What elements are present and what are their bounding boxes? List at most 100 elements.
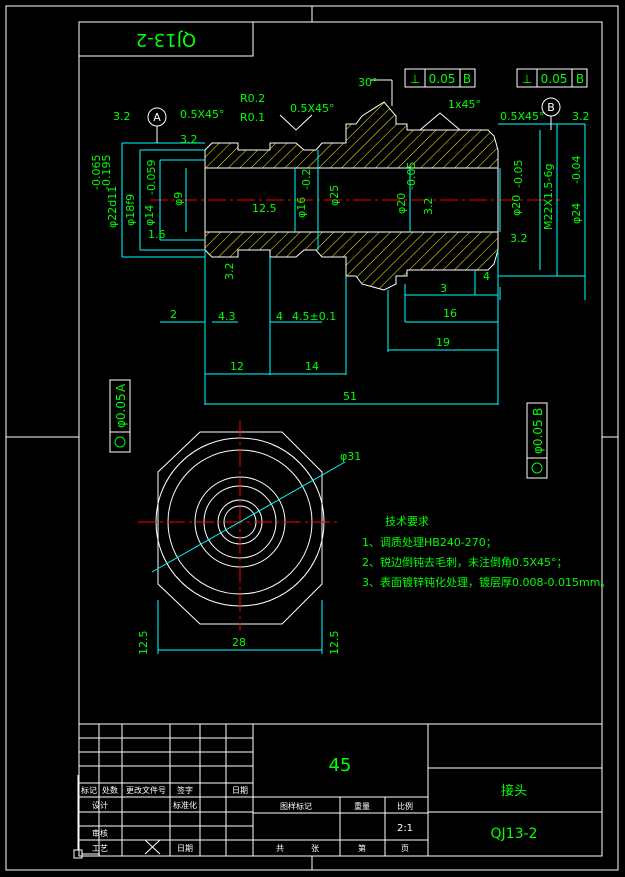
sheet-border: [5, 5, 619, 871]
dim-len-3: 3: [440, 282, 447, 295]
tb-label-total: 共: [276, 844, 284, 853]
part-upper-half: [204, 101, 499, 169]
tb-scale: 2:1: [397, 823, 413, 834]
tb-part-name: 接头: [501, 783, 527, 799]
dim-d14-tol: -0.059: [145, 160, 158, 195]
tol-top-left-value: 0.05: [429, 72, 456, 86]
roughness-3-2-left: 3.2: [113, 110, 131, 123]
dim-d31: φ31: [340, 450, 361, 463]
hex-outline: [157, 431, 323, 625]
dim-chamfer-1x45: 1x45°: [448, 98, 481, 111]
tol-top-right-symbol: ⊥: [522, 72, 532, 86]
dimension-lines: [121, 123, 586, 405]
section-view: [150, 79, 560, 291]
tol-top-right-value: 0.05: [541, 72, 568, 86]
tb-label-design: 设计: [92, 800, 108, 810]
ucs-icon: [73, 775, 100, 859]
title-block-text: 45 接头 QJ13-2 2:1 标记 处数 更改文件号 签字 日期 设计 标准…: [81, 755, 537, 853]
tol-left-value: φ0.05: [114, 393, 128, 428]
dim-d22-upper: -0.065: [90, 155, 103, 190]
roughness-3-2-right: 3.2: [572, 110, 590, 123]
tech-item-1: 1、调质处理HB240-270；: [362, 536, 497, 549]
dim-d20b: φ20: [510, 195, 523, 216]
drawing-number-box: QJ13-2: [78, 21, 254, 57]
tb-label-date: 日期: [232, 786, 248, 795]
tolerance-frame-top-left: ⊥ 0.05 B: [404, 68, 476, 88]
dim-d25: φ25: [328, 185, 341, 206]
dim-d20b-tol: -0.05: [512, 160, 525, 188]
dim-len-2: 2: [170, 308, 177, 321]
dim-len-4-3: 4.3: [218, 310, 236, 323]
tech-title: 技术要求: [385, 515, 429, 528]
tech-item-2: 2、锐边倒钝去毛刺，未注倒角0.5X45°；: [362, 555, 568, 569]
title-block: [78, 723, 603, 857]
dim-thread: M22X1.5-6g: [542, 164, 555, 230]
tb-label-page-unit: 页: [401, 844, 409, 853]
dim-chamfer-groove: 0.5X45°: [290, 102, 335, 115]
tb-label-mark: 标记: [81, 785, 97, 795]
tech-item-3: 3、表面镀锌钝化处理，镀层厚0.008-0.015mm。: [362, 575, 611, 589]
dim-d24: φ24: [570, 203, 583, 224]
drawing-number-inverted: QJ13-2: [136, 29, 196, 50]
dim-d24-tol: -0.04: [570, 156, 583, 184]
tb-label-page: 第: [358, 843, 366, 853]
roughness-12-5: 12.5: [252, 202, 277, 215]
tb-label-count: 处数: [102, 785, 118, 795]
tol-top-left-datum: B: [463, 72, 471, 86]
datum-markers: A B: [147, 97, 561, 143]
tb-label-sheet-unit: 张: [311, 844, 319, 853]
tb-label-date2: 日期: [177, 844, 193, 853]
roughness-1-6: 1.6: [148, 228, 166, 241]
dim-len-12: 12: [230, 360, 244, 373]
dim-d9: φ9: [172, 192, 185, 206]
dim-d22-lower: -0.195: [100, 155, 113, 190]
tb-label-process: 工艺: [92, 844, 108, 853]
tb-drawing-number: QJ13-2: [491, 826, 538, 842]
dim-len-19: 19: [436, 336, 450, 349]
dim-len-4r: 4: [483, 270, 490, 283]
tb-label-change-doc: 更改文件号: [126, 785, 166, 795]
roughness-12-5-right: 12.5: [328, 631, 341, 656]
roughness-3-2-inner: 3.2: [422, 198, 435, 216]
end-view: φ31 28 12.5 12.5: [137, 420, 361, 655]
dim-d20a-tol: -0.05: [405, 162, 418, 190]
dim-len-51: 51: [343, 390, 357, 403]
tolerance-frame-left: φ0.05 A: [109, 379, 131, 453]
tb-label-standardize: 标准化: [173, 800, 197, 810]
roughness-3-2-bottom: 3.2: [223, 263, 236, 281]
tb-label-weight: 重量: [354, 801, 370, 811]
dim-hex-28: 28: [232, 636, 246, 649]
dim-d22: φ22d11: [106, 186, 119, 228]
dim-chamfer-right: 0.5X45°: [500, 110, 545, 123]
dim-d14: φ14: [143, 205, 156, 226]
tb-material: 45: [329, 755, 352, 776]
tol-left-datum: A: [114, 383, 128, 392]
tol-top-left-symbol: ⊥: [410, 72, 420, 86]
dim-r-inner: R0.1: [240, 111, 265, 124]
roughness-3-2-br: 3.2: [510, 232, 528, 245]
tolerance-frame-top-right: ⊥ 0.05 B: [516, 68, 588, 88]
dim-len-16: 16: [443, 307, 457, 320]
roughness-12-5-left: 12.5: [137, 631, 150, 656]
tol-right-datum: B: [531, 408, 545, 416]
dim-d16-tol: -0.2: [300, 169, 313, 190]
dim-d18: φ18f9: [124, 194, 137, 226]
dim-d16: φ16: [295, 197, 308, 218]
dim-d20a: φ20: [395, 193, 408, 214]
part-lower-half: [204, 231, 499, 291]
dim-angle: 30°: [358, 76, 378, 89]
tech-requirements: 技术要求 1、调质处理HB240-270； 2、锐边倒钝去毛刺，未注倒角0.5X…: [362, 515, 611, 589]
tol-right-value: φ0.05: [531, 419, 545, 454]
tb-label-signature: 签字: [177, 785, 193, 795]
tol-top-right-datum: B: [576, 72, 584, 86]
dim-len-14: 14: [305, 360, 319, 373]
dim-len-4-5: 4.5±0.1: [292, 310, 336, 323]
tb-label-review: 审核: [92, 828, 108, 838]
tolerance-frame-right: φ0.05 B: [526, 402, 548, 479]
tb-label-scale: 比例: [397, 801, 413, 811]
dim-r-outer: R0.2: [240, 92, 265, 105]
datum-a: A: [153, 111, 161, 124]
roughness-3-2-top: 3.2: [180, 133, 198, 146]
dimension-labels: 0.5X45° R0.2 R0.1 0.5X45° 30° 1x45° 0.5X…: [90, 76, 590, 403]
